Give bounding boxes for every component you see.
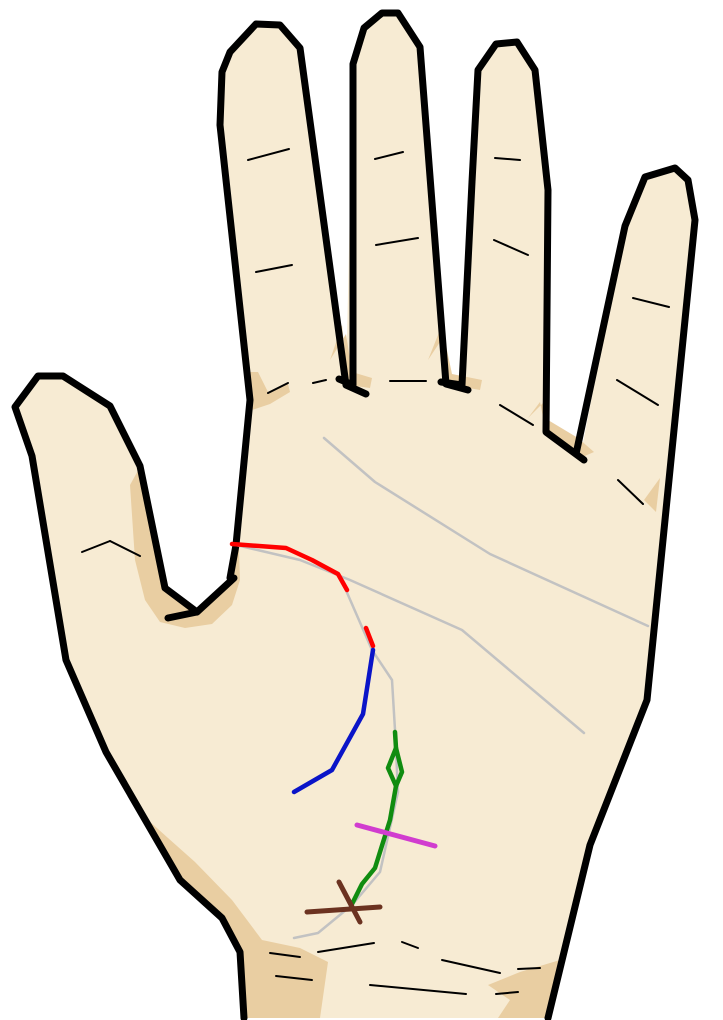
wrist-crease-2c	[495, 991, 519, 995]
wrist-crease-1a	[269, 952, 301, 958]
palm-lines	[230, 436, 650, 940]
middle-crease-mid	[375, 237, 419, 246]
heel-shadow-left	[148, 820, 328, 1018]
wrist-crease-2a	[275, 975, 313, 981]
index-crease-top	[247, 148, 290, 161]
wrist-crease-1c	[401, 941, 419, 949]
wrist-crease-2b	[369, 984, 467, 995]
wrist-crease-1e	[517, 967, 541, 970]
head-line	[230, 542, 586, 735]
thumb-web-shadow	[130, 467, 240, 628]
wrist-crease-1b	[317, 942, 375, 953]
palm-marks	[304, 822, 438, 925]
ring-base-crease	[499, 404, 534, 426]
brown-cross-bar-horizontal	[304, 904, 383, 915]
little-crease-mid	[616, 379, 659, 406]
ring-crease-mid	[493, 239, 529, 256]
little-base-crease	[617, 479, 644, 505]
index-crease-mid	[255, 264, 293, 273]
green-island	[393, 745, 405, 789]
index-base-crease-b	[312, 379, 327, 384]
hand-skin	[15, 13, 695, 1018]
hand-outline	[11, 9, 699, 1020]
life-line	[292, 586, 400, 940]
ring-crease-top	[494, 157, 521, 161]
magenta-bar-mark	[354, 822, 438, 849]
little-base-shadow	[644, 478, 660, 512]
index-base-shadow	[248, 372, 290, 410]
little-crease-top	[632, 297, 670, 308]
thumb-crease-b	[109, 540, 141, 557]
skin-creases	[81, 148, 670, 995]
middle-crease-top	[374, 151, 404, 160]
heel-shadow-right	[488, 960, 560, 1018]
wrist-crease-1d	[441, 959, 501, 974]
blue-segment	[291, 647, 376, 795]
thumb-crease	[81, 540, 111, 553]
middle-base-shadow-right	[428, 330, 482, 390]
index-base-crease	[267, 382, 289, 394]
red-segment-lower	[363, 625, 376, 649]
life-line-segments	[229, 541, 405, 907]
brown-cross-mark	[304, 879, 383, 925]
heart-line	[322, 436, 650, 628]
brown-cross-bar-diagonal	[336, 879, 363, 925]
red-segment-upper	[229, 541, 350, 593]
